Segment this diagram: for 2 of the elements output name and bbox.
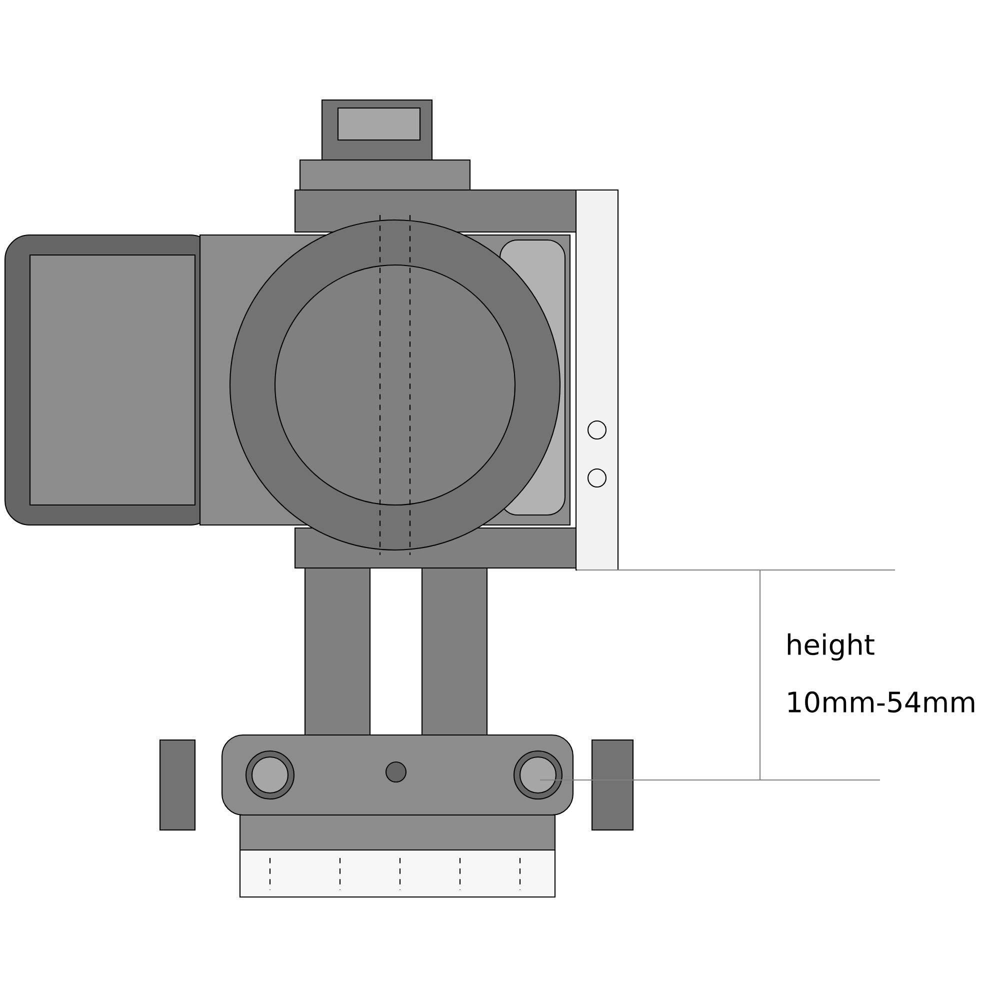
dimension-label: height — [788, 633, 874, 661]
dimension-label: 10mm-54mm — [788, 691, 974, 713]
